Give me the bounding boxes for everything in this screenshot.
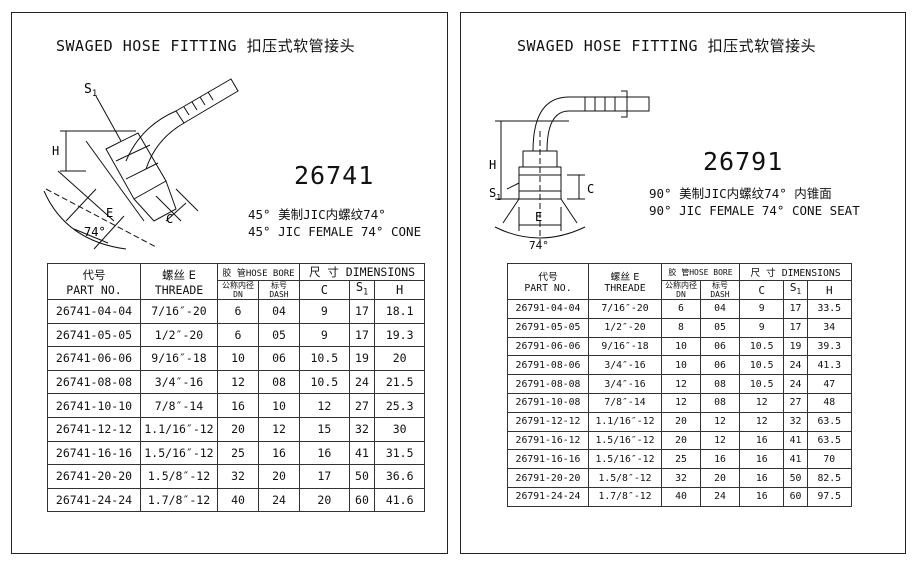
- label-s1: S1: [84, 82, 97, 99]
- catalog-panel-26791: SWAGED HOSE FITTING 扣压式软管接头: [460, 12, 906, 554]
- panel-header: SWAGED HOSE FITTING 扣压式软管接头: [517, 37, 817, 55]
- label-e: E: [106, 206, 113, 220]
- col-dimensions: 尺 寸 DIMENSIONS: [739, 263, 852, 281]
- panel-header: SWAGED HOSE FITTING 扣压式软管接头: [56, 37, 356, 55]
- label-h: H: [52, 144, 59, 158]
- col-hose-bore: 胶 管HOSE BORE: [661, 263, 740, 281]
- col-s1: S1: [348, 280, 376, 300]
- col-c: C: [299, 280, 350, 300]
- description-en: 90° JIC FEMALE 74° CONE SEAT: [649, 203, 860, 218]
- label-c: C: [587, 182, 594, 196]
- description-en: 45° JIC FEMALE 74° CONE: [248, 224, 422, 239]
- description: 90° 美制JIC内螺纹74° 内锥面 90° JIC FEMALE 74° C…: [649, 185, 860, 219]
- label-angle: 74°: [84, 225, 106, 239]
- label-h: H: [489, 158, 496, 172]
- part-code: 26791: [703, 147, 784, 176]
- col-c: C: [738, 280, 785, 300]
- label-c: C: [166, 212, 173, 226]
- description-cn: 45° 美制JIC内螺纹74°: [248, 207, 386, 222]
- label-s1: S1: [489, 186, 501, 202]
- col-dimensions: 尺 寸 DIMENSIONS: [299, 263, 425, 281]
- fitting-90-drawing: H S1 E C 74°: [489, 90, 650, 251]
- col-s1: S1: [783, 280, 808, 300]
- col-hose-bore: 胶 管HOSE BORE: [217, 263, 300, 281]
- col-h: H: [374, 280, 425, 300]
- col-h: H: [806, 280, 853, 300]
- label-angle: 74°: [529, 239, 549, 251]
- fitting-45-drawing: S1 H E C 74°: [43, 78, 239, 250]
- description: 45° 美制JIC内螺纹74° 45° JIC FEMALE 74° CONE: [248, 206, 421, 240]
- description-cn: 90° 美制JIC内螺纹74° 内锥面: [649, 186, 832, 201]
- label-e: E: [535, 210, 542, 224]
- part-code: 26741: [294, 161, 375, 190]
- catalog-panel-26741: SWAGED HOSE FITTING 扣压式软管接头: [11, 12, 448, 554]
